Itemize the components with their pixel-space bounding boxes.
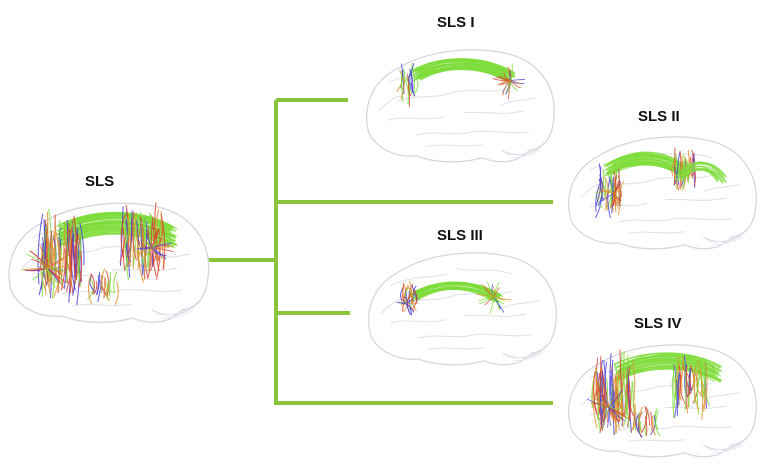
- connector-lines: [202, 98, 553, 405]
- brain-panel-sls-2: [568, 136, 757, 250]
- tract-bundle-root: [21, 202, 178, 306]
- branch-label-sls-4: SLS IV: [634, 315, 682, 332]
- tract-bundle-sls-3: [396, 280, 512, 316]
- branch-label-sls-3: SLS III: [437, 227, 483, 244]
- tract-bundle-sls-1: [396, 58, 526, 108]
- branch-label-sls-1: SLS I: [437, 14, 475, 31]
- tract-bundle-sls-4: [586, 349, 723, 438]
- brain-panel-sls-1: [366, 49, 555, 163]
- root-label: SLS: [85, 173, 115, 190]
- brain-panel-root: [8, 202, 210, 323]
- brain-panel-sls-4: [568, 344, 757, 458]
- tract-bundle-sls-2: [594, 147, 727, 219]
- brain-panel-sls-3: [368, 252, 557, 366]
- branch-label-sls-2: SLS II: [638, 108, 680, 125]
